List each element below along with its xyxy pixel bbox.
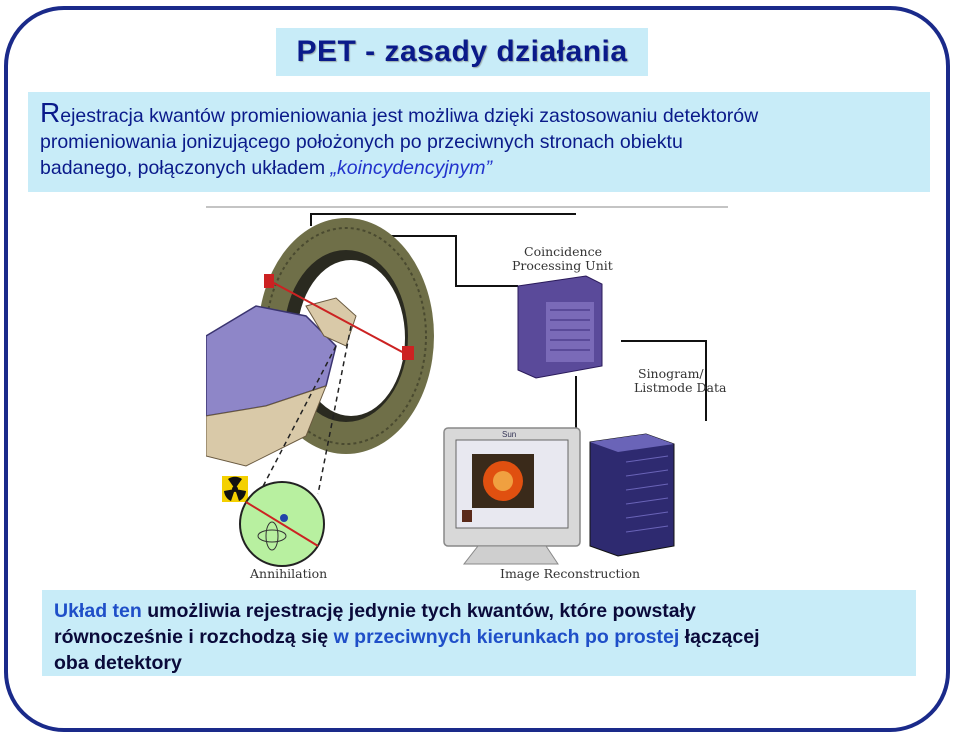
reconstruction-label: Image Reconstruction — [500, 566, 640, 581]
intro-initial: R — [40, 97, 60, 128]
pet-diagram: Annihilation Coincidence Processing Unit… — [206, 206, 728, 584]
monitor-brand: Sun — [502, 430, 516, 439]
intro-emphasis: „koincydencyjnym” — [331, 157, 492, 179]
title-box: PET - zasady działania — [276, 28, 648, 76]
summary-highlight-1: Układ ten — [54, 600, 142, 622]
summary-line-2-text-a: równocześnie i rozchodzą się — [54, 626, 334, 648]
summary-line-2: równocześnie i rozchodzą się w przeciwny… — [54, 624, 904, 650]
summary-text-box: Układ ten umożliwia rejestrację jedynie … — [42, 590, 916, 676]
coincidence-label-1: Coincidence — [524, 244, 602, 259]
intro-line-1: Rejestracja kwantów promieniowania jest … — [40, 100, 918, 129]
workstation-monitor: Sun — [444, 428, 580, 564]
intro-line-3-text: badanego, połączonych układem — [40, 157, 331, 179]
intro-line-3: badanego, połączonych układem „koincyden… — [40, 155, 918, 181]
slide-title: PET - zasady działania — [296, 35, 627, 69]
summary-line-2-text-b: łączącej — [679, 626, 759, 648]
annihilation-circle — [240, 482, 324, 566]
summary-line-3: oba detektory — [54, 650, 904, 676]
coincidence-label-2: Processing Unit — [512, 258, 613, 273]
summary-highlight-2: w przeciwnych kierunkach po prostej — [334, 626, 680, 648]
summary-line-1-text: umożliwia rejestrację jedynie tych kwant… — [142, 600, 696, 622]
annihilation-label: Annihilation — [249, 566, 327, 581]
radiation-icon — [222, 476, 248, 502]
intro-line-2: promieniowania jonizującego położonych p… — [40, 129, 918, 155]
data-server — [590, 434, 674, 556]
sinogram-label-1: Sinogram/ — [638, 366, 704, 381]
sinogram-label-2: Listmode Data — [634, 380, 727, 395]
intro-line-1-text: ejestracja kwantów promieniowania jest m… — [60, 105, 758, 127]
coincidence-processing-unit — [518, 276, 602, 378]
intro-text-box: Rejestracja kwantów promieniowania jest … — [28, 92, 930, 192]
summary-line-1: Układ ten umożliwia rejestrację jedynie … — [54, 598, 904, 624]
